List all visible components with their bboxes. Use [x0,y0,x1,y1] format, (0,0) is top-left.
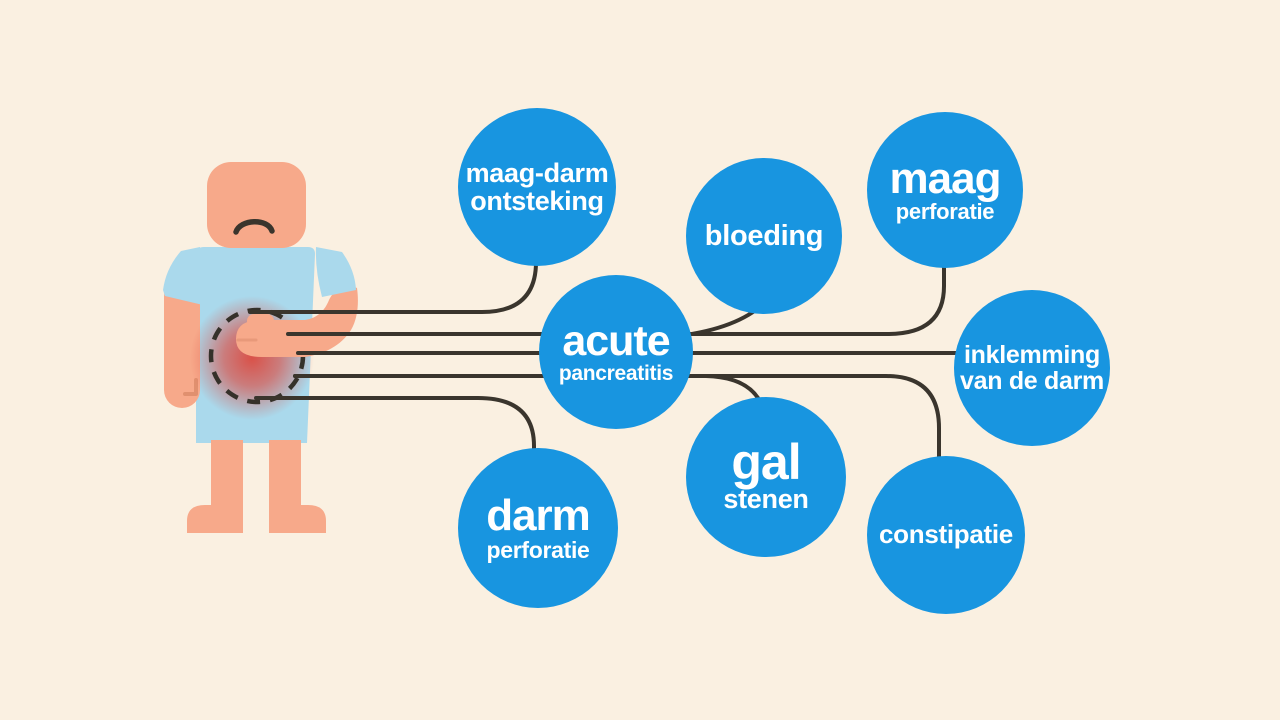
node-label-small: pancreatitis [558,362,674,386]
node-acute-pancreatitis: acute pancreatitis [539,275,693,429]
left-arm [164,278,200,408]
node-label: van de darm [960,367,1104,395]
node-label-big: maag [889,153,1002,203]
node-gal-stenen: gal stenen [686,397,846,557]
left-sleeve [163,247,203,305]
node-label: maag-darm [465,157,609,188]
node-maag-darm-ontsteking: maag-darm ontsteking [458,108,616,266]
node-inklemming-van-de-darm: inklemming van de darm [954,290,1110,446]
connector-darm-perforatie [254,396,536,472]
node-darm-perforatie: darm perforatie [458,448,618,608]
right-foot [269,505,326,533]
node-label-small: stenen [723,484,809,515]
connector-maag-perforatie [286,243,946,336]
node-maag-perforatie: maag perforatie [867,112,1023,268]
right-sleeve [315,247,356,297]
connector-constipatie [293,374,941,472]
node-bloeding: bloeding [686,158,842,314]
patient-head [207,162,306,248]
node-label: ontsteking [470,186,604,216]
node-constipatie: constipatie [867,456,1025,614]
right-arm-holding-belly [236,285,358,357]
node-label-big: gal [731,434,801,491]
node-label-big: darm [486,491,591,541]
node-label: constipatie [879,519,1013,550]
left-hand-crease [183,378,198,396]
node-label-small: perforatie [486,536,590,563]
node-label-small: perforatie [895,199,995,225]
node-label-big: acute [562,316,670,365]
sad-mouth-icon [233,219,275,235]
patient-figure [163,162,358,533]
node-label: bloeding [704,219,824,252]
left-foot [187,505,243,533]
connector-gal-stenen [293,374,764,410]
right-thumb [247,314,274,328]
node-label: inklemming [964,341,1100,369]
